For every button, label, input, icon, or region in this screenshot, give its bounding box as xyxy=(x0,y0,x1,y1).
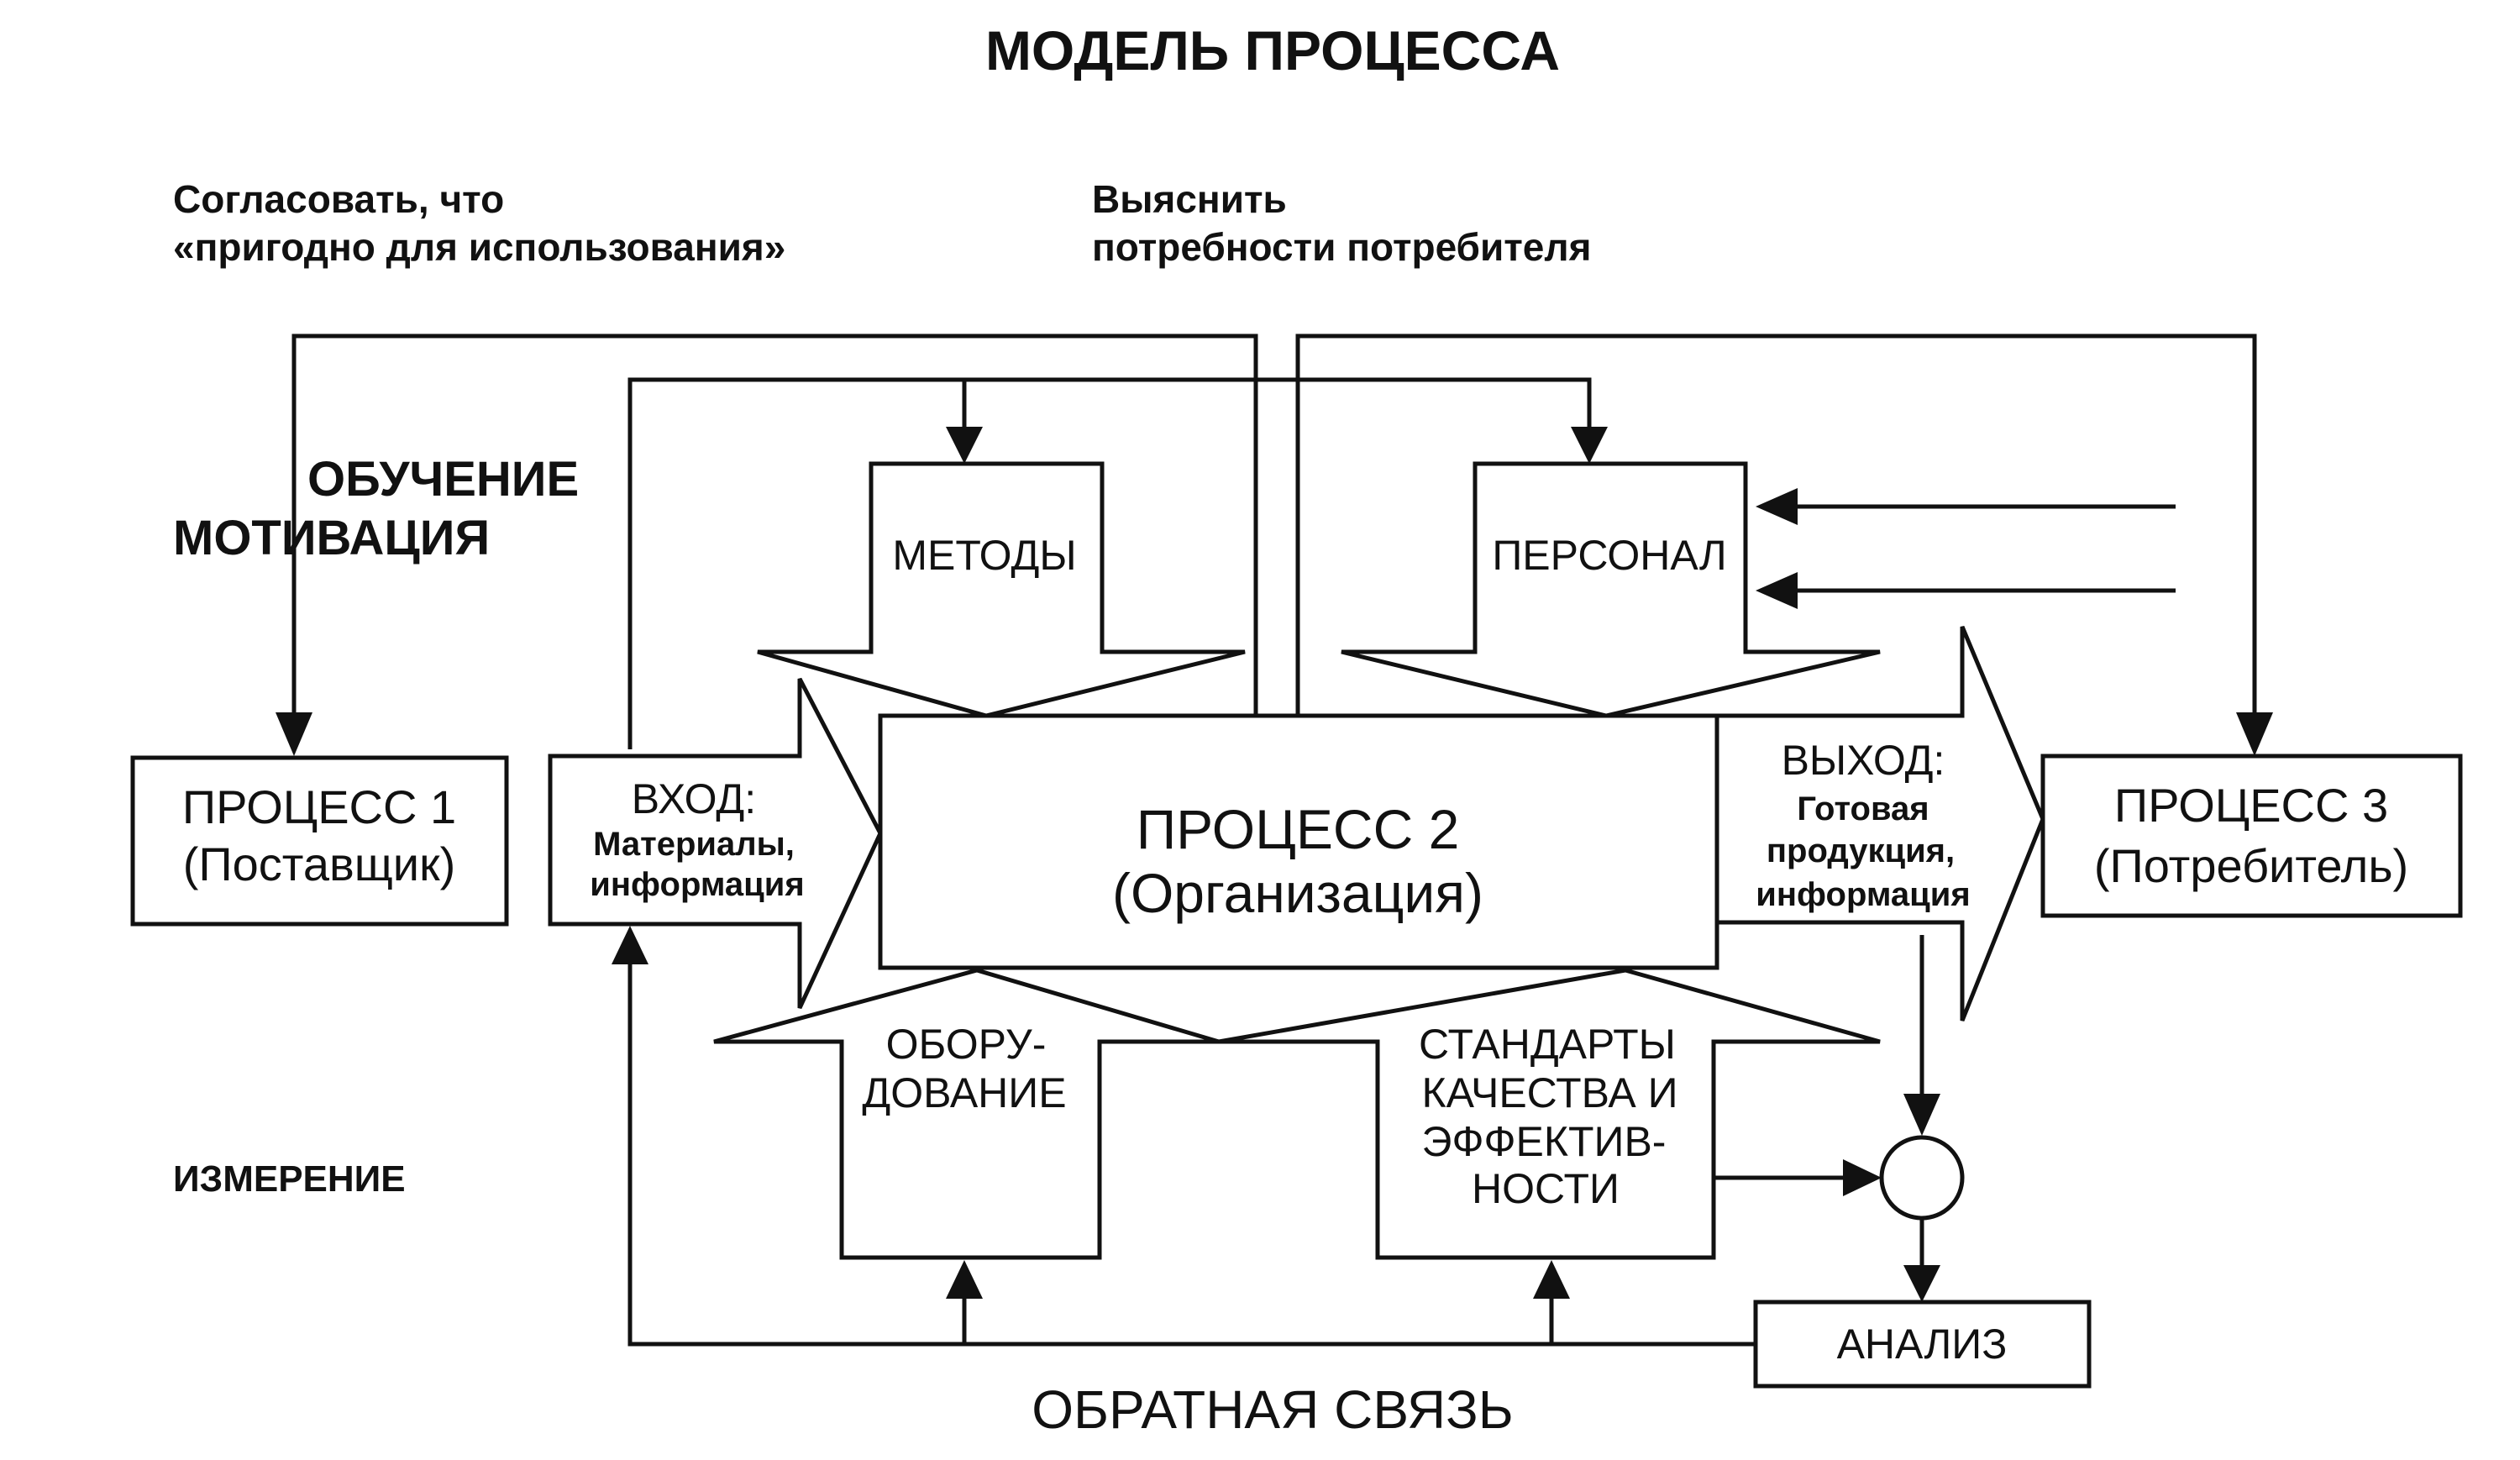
measurement-label: ИЗМЕРЕНИЕ xyxy=(173,1158,406,1200)
standards-label-line-4: НОСТИ xyxy=(1472,1165,1620,1212)
agree-fit-for-use-note-line-1: Согласовать, что xyxy=(173,177,504,221)
equipment-label-line-2: ДОВАНИЕ xyxy=(862,1069,1066,1116)
standards-label-line-1: СТАНДАРТЫ xyxy=(1419,1021,1676,1068)
input-title: ВХОД: xyxy=(632,775,756,822)
customer-needs-note-line-2: потребности потребителя xyxy=(1092,225,1591,269)
input-block-arrow xyxy=(548,677,883,1010)
analysis-box xyxy=(1753,1300,2092,1389)
training-line-to-methods xyxy=(627,377,967,749)
customer-needs-note-line-1: Выяснить xyxy=(1092,177,1287,221)
arrowhead-into-input xyxy=(612,926,648,964)
process-2-box xyxy=(878,713,1719,970)
analysis-label: АНАЛИЗ xyxy=(1837,1321,2008,1368)
equipment-label-line-1: ОБОРУ- xyxy=(886,1021,1047,1068)
motivation-label: МОТИВАЦИЯ xyxy=(173,511,490,565)
arrowhead-into-comparator-top xyxy=(1903,1094,1940,1136)
connector-lines xyxy=(291,333,2257,1347)
process-3-title: ПРОЦЕСС 3 xyxy=(2114,779,2388,832)
process-1-role: (Поставщик) xyxy=(183,838,455,890)
methods-block-arrow xyxy=(757,461,1246,718)
arrowhead-into-standards xyxy=(1533,1260,1570,1299)
standards-label-line-3: ЭФФЕКТИВ- xyxy=(1422,1118,1667,1165)
input-line-materials: Материалы, xyxy=(593,826,795,863)
agree-fit-for-use-note-line-2: «пригодно для использования» xyxy=(173,225,785,269)
training-label: ОБУЧЕНИЕ xyxy=(307,452,579,507)
needs-line-to-process-3 xyxy=(1295,333,2257,725)
personnel-block-arrow xyxy=(1341,461,1881,718)
output-line-products: продукция, xyxy=(1767,832,1955,869)
feedback-label: ОБРАТНАЯ СВЯЗЬ xyxy=(1032,1379,1514,1440)
process-2-title: ПРОЦЕСС 2 xyxy=(1137,798,1460,860)
diagram-title: МОДЕЛЬ ПРОЦЕССА xyxy=(985,19,1560,81)
training-line-to-personnel xyxy=(964,377,1592,428)
arrowhead-into-equipment xyxy=(946,1260,983,1299)
arrowheads xyxy=(276,427,2273,1302)
arrowhead-personnel-lower xyxy=(1756,572,1798,609)
arrowhead-into-comparator-left xyxy=(1843,1159,1882,1196)
arrowhead-into-methods xyxy=(946,427,983,464)
arrowhead-into-analysis xyxy=(1903,1265,1940,1302)
arrowhead-into-process-3 xyxy=(2236,712,2273,756)
comparator-circle xyxy=(1879,1135,1965,1221)
arrowhead-into-process-1 xyxy=(276,712,312,756)
equipment-block-arrow xyxy=(713,968,1220,1260)
agreement-line-to-process-1 xyxy=(291,333,1258,716)
output-line-finished: Готовая xyxy=(1797,790,1929,827)
output-title: ВЫХОД: xyxy=(1782,737,1945,784)
process-3-box xyxy=(2040,754,2463,918)
input-line-information: информация xyxy=(590,866,804,903)
process-1-box xyxy=(130,755,509,927)
methods-label: МЕТОДЫ xyxy=(892,532,1076,579)
process-2-role: (Организация) xyxy=(1112,862,1483,924)
process-1-title: ПРОЦЕСС 1 xyxy=(182,780,456,833)
process-3-role: (Потребитель) xyxy=(2094,839,2408,892)
standards-block-arrow xyxy=(1218,968,1881,1260)
output-block-arrow xyxy=(1714,626,2045,1021)
output-line-information: информация xyxy=(1756,876,1970,913)
standards-label-line-2: КАЧЕСТВА И xyxy=(1421,1069,1677,1116)
arrowhead-into-personnel xyxy=(1571,427,1608,464)
arrowhead-personnel-upper xyxy=(1756,488,1798,525)
feedback-bottom-line xyxy=(627,958,1756,1347)
personnel-label: ПЕРСОНАЛ xyxy=(1492,532,1726,579)
